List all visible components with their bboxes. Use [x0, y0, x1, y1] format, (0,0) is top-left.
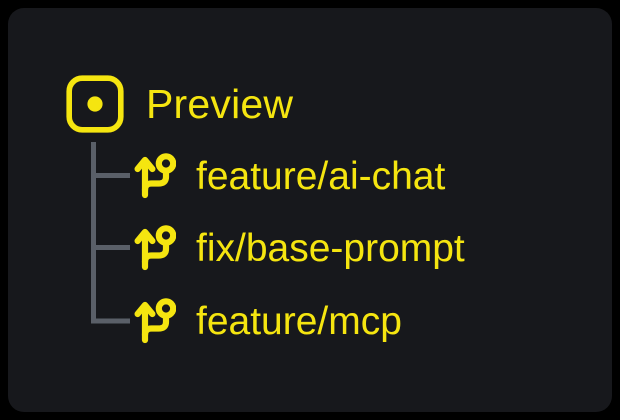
tree-branch-row-1[interactable]: feature/ai-chat	[134, 148, 445, 204]
git-branch-icon	[134, 225, 176, 271]
tree-branch-row-2[interactable]: fix/base-prompt	[134, 220, 465, 276]
tree-branch-row-3[interactable]: feature/mcp	[134, 293, 402, 349]
rounded-square-dot-icon	[66, 75, 124, 133]
tree-branch-label: fix/base-prompt	[196, 226, 465, 270]
tree-root-row[interactable]: Preview	[66, 68, 293, 140]
preview-panel: Preview feature/ai-chat	[8, 8, 612, 412]
git-branch-icon	[134, 153, 176, 199]
tree-root-label: Preview	[146, 80, 294, 127]
git-branch-icon	[134, 298, 176, 344]
tree-branch-label: feature/mcp	[196, 299, 402, 343]
tree-branch-label: feature/ai-chat	[196, 154, 446, 198]
